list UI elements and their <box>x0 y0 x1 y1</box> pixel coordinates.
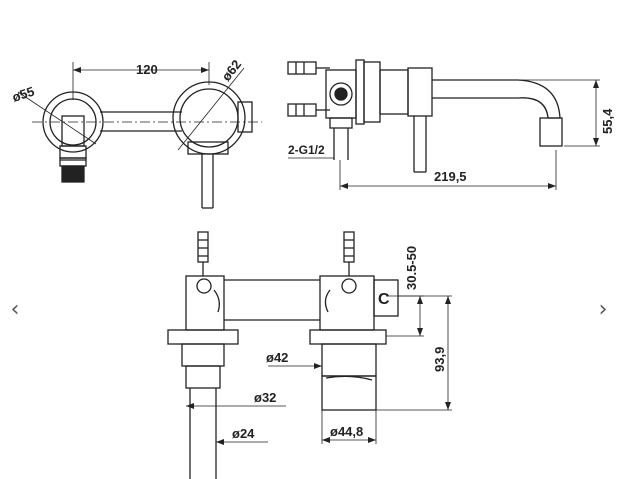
dim-dia44-8-label: ø44,8 <box>330 424 363 439</box>
chevron-left-icon: ‹ <box>10 297 20 322</box>
dim-55-4-label: 55,4 <box>600 108 615 134</box>
front-view <box>167 231 452 479</box>
chevron-right-icon: › <box>598 297 608 322</box>
dim-219-label: 219,5 <box>434 169 467 184</box>
cold-mark: C <box>378 291 390 308</box>
previous-image-button[interactable]: ‹ <box>0 292 30 328</box>
dim-dia42-label: ø42 <box>266 350 288 365</box>
top-view <box>17 62 262 209</box>
side-view <box>287 59 600 190</box>
dim-dia55-label: ø55 <box>10 84 36 105</box>
next-image-button[interactable]: › <box>588 292 618 328</box>
dim-connection-label: 2-G1/2 <box>288 143 325 157</box>
dim-120-label: 120 <box>136 62 158 77</box>
dim-dia62-label: ø62 <box>219 57 245 84</box>
dim-dia24-label: ø24 <box>232 426 255 441</box>
dim-93-9-label: 93,9 <box>432 347 447 372</box>
dim-range-label: 30.5-50 <box>404 246 419 290</box>
dim-dia32-label: ø32 <box>254 390 276 405</box>
